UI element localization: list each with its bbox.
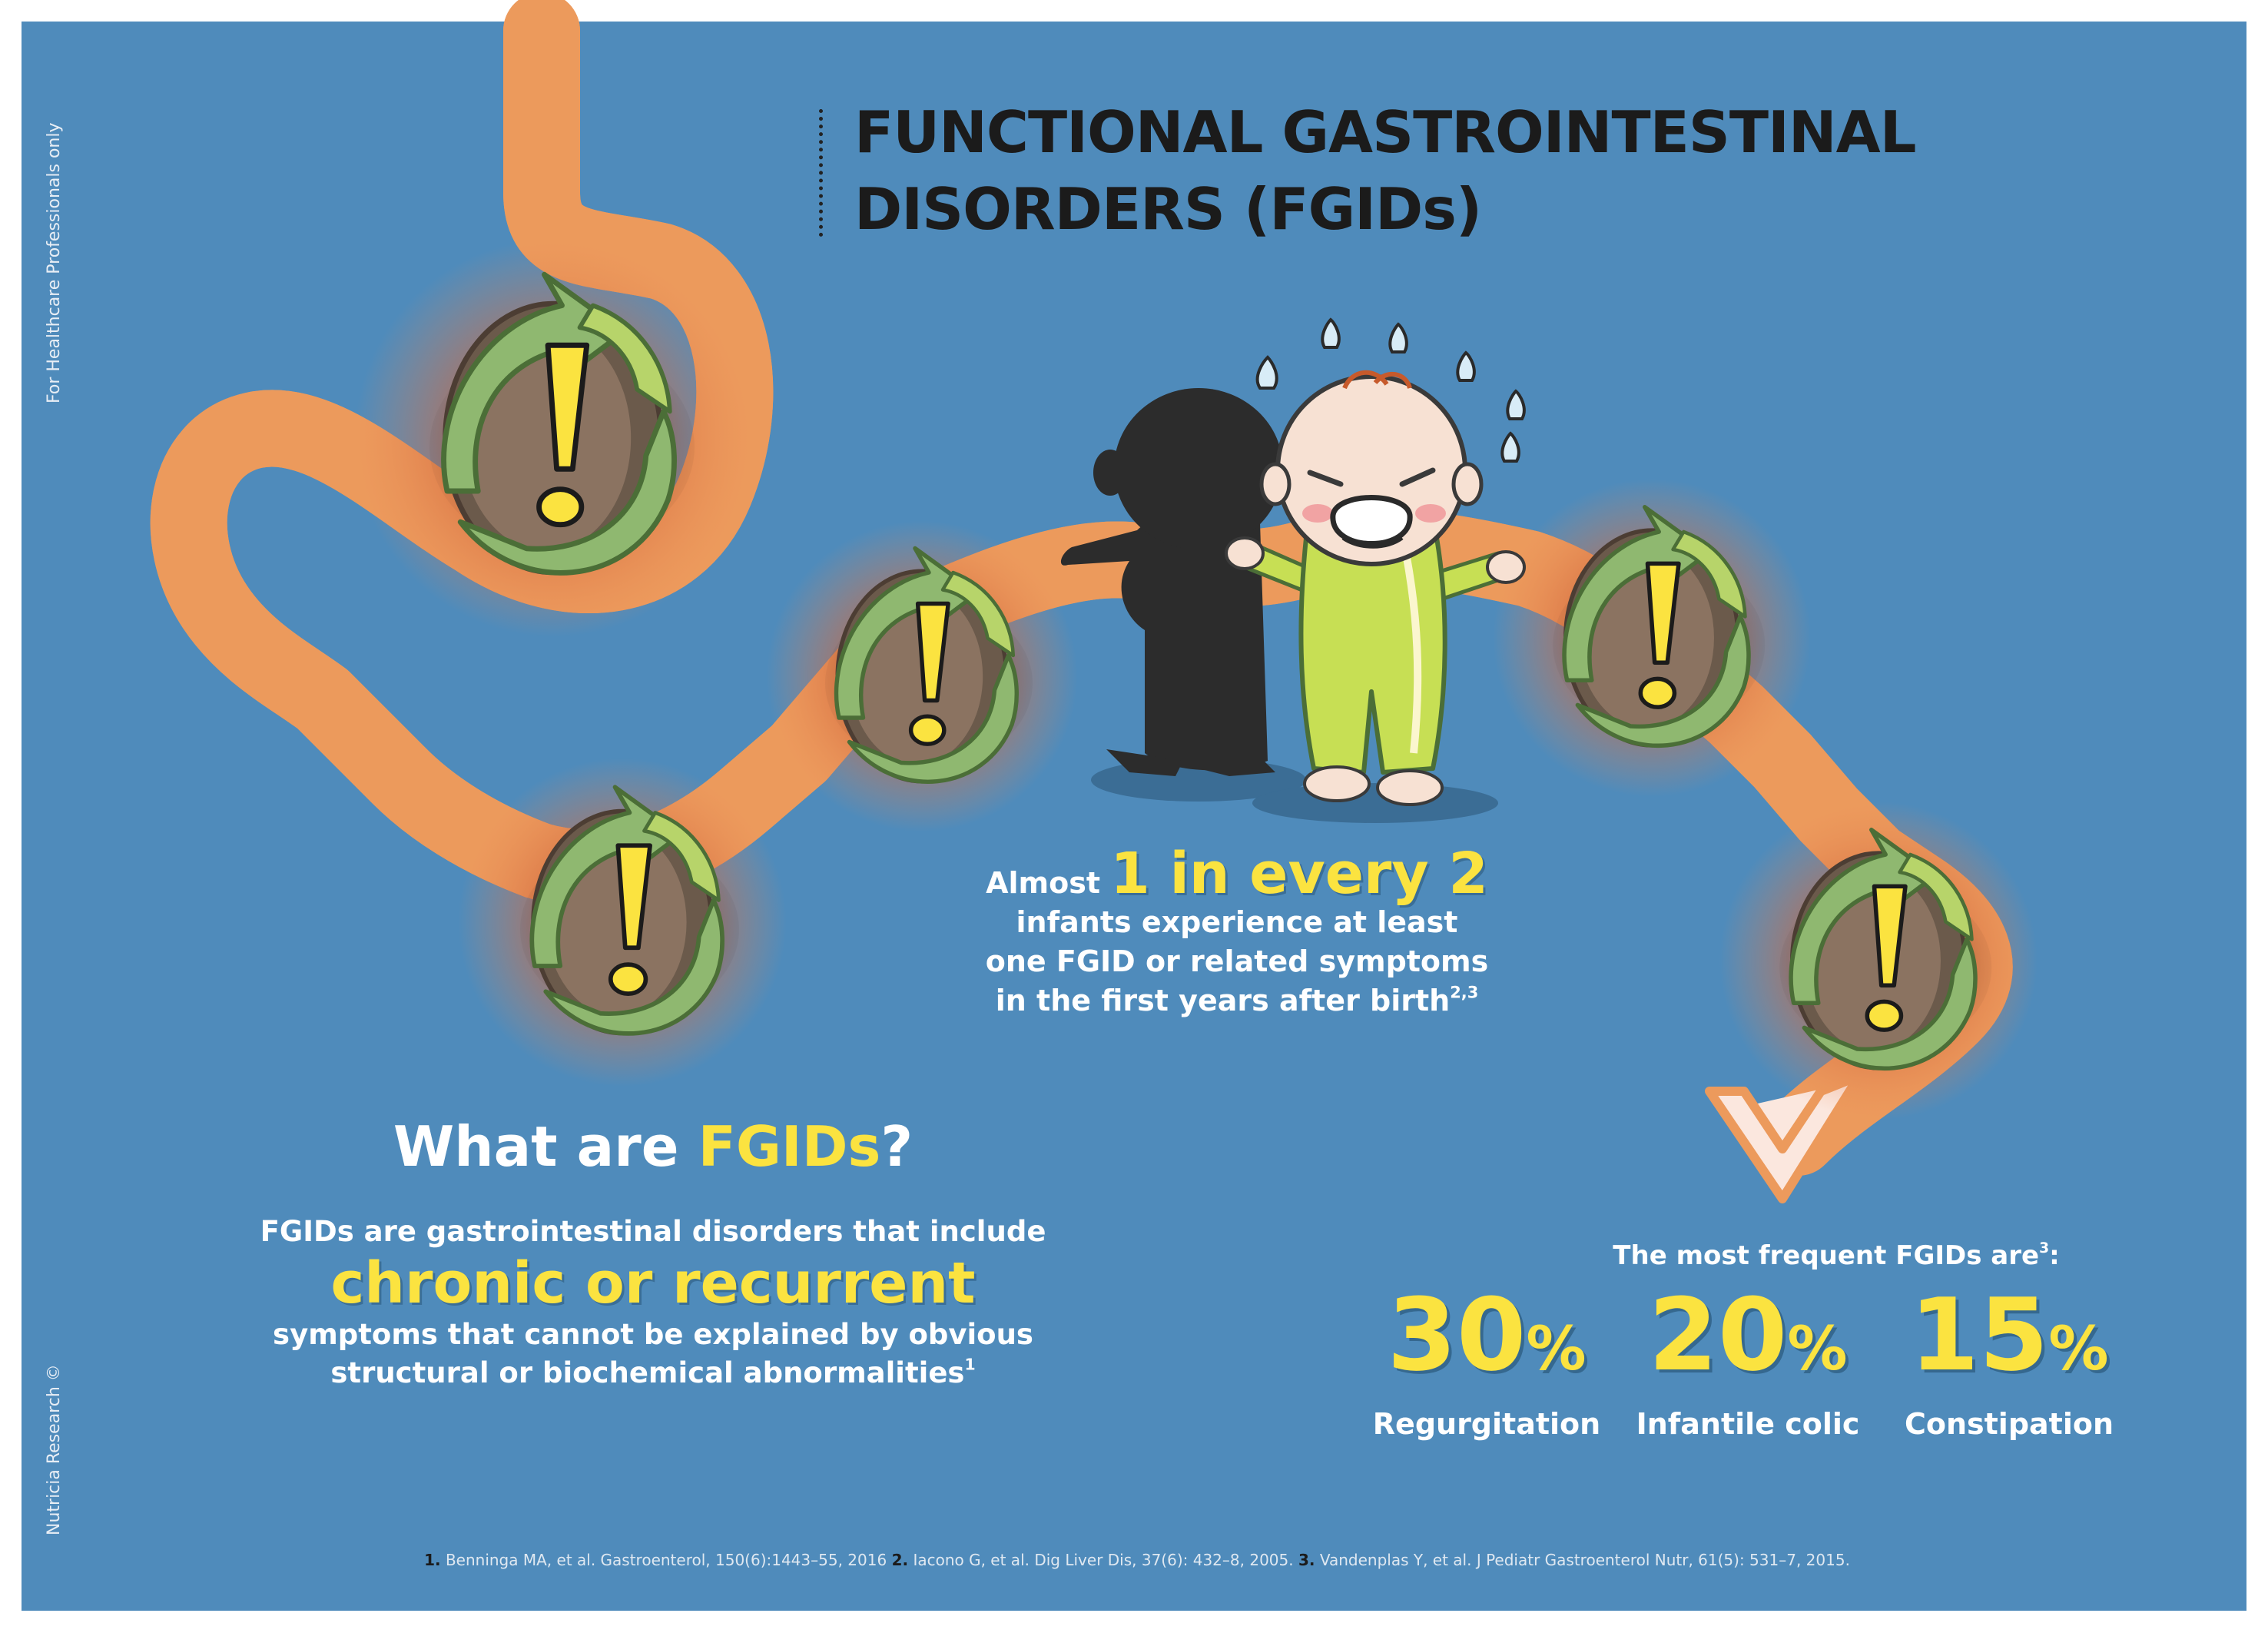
reference-number: 2.: [891, 1551, 909, 1569]
stat-line-3: in the first years after birth: [995, 984, 1451, 1017]
reference-text: Vandenplas Y, et al. J Pediatr Gastroent…: [1319, 1551, 1850, 1569]
sweat-drop-icon: [1255, 317, 1526, 463]
reference-text: Iacono G, et al. Dig Liver Dis, 37(6): 4…: [913, 1551, 1294, 1569]
page-title: FUNCTIONAL GASTROINTESTINAL DISORDERS (F…: [854, 94, 1917, 247]
references: 1. Benninga MA, et al. Gastroenterol, 15…: [369, 1551, 1905, 1569]
definition-line-3: structural or biochemical abnormalities: [330, 1356, 965, 1389]
reference-text: Benninga MA, et al. Gastroenterol, 150(6…: [445, 1551, 887, 1569]
frequent-reference: 3: [2039, 1240, 2050, 1257]
stat-line-1: infants experience at least: [1016, 905, 1458, 939]
frequency-number: 15: [1909, 1276, 2049, 1393]
copyright-note: Nutricia Research ©: [45, 1364, 64, 1535]
reference-number: 1.: [424, 1551, 441, 1569]
title-line-1: FUNCTIONAL GASTROINTESTINAL: [854, 98, 1917, 166]
frequency-label: Constipation: [1904, 1407, 2114, 1441]
percent-sign: %: [1526, 1315, 1587, 1384]
frequent-colon: :: [2049, 1240, 2060, 1271]
frequency-list: 30% Regurgitation 20% Infantile colic 15…: [1360, 1277, 2136, 1441]
stat-lead: Almost 1 in every 2: [945, 845, 1529, 903]
percent-sign: %: [1787, 1315, 1848, 1384]
frequency-value: 15%: [1882, 1277, 2136, 1407]
stat-prefix: Almost: [986, 866, 1100, 900]
heading-accent: FGIDs: [698, 1114, 881, 1179]
audience-note: For Healthcare Professionals only: [45, 122, 64, 403]
frequency-label: Regurgitation: [1372, 1407, 1601, 1441]
stat-line-3-wrap: in the first years after birth2,3: [945, 981, 1529, 1021]
heading-plain: What are: [393, 1114, 698, 1179]
frequency-value: 30%: [1360, 1277, 1613, 1407]
section-heading: What are FGIDs?: [369, 1114, 937, 1179]
warning-knot-icon: [767, 521, 1078, 832]
stat-reference: 2,3: [1450, 983, 1479, 1002]
definition-highlight: chronic or recurrent: [330, 1250, 976, 1316]
crying-baby-illustration: [1225, 370, 1526, 823]
definition-line-2: symptoms that cannot be explained by obv…: [273, 1318, 1033, 1351]
warning-knot-icon: [354, 239, 752, 637]
heading-end: ?: [880, 1114, 914, 1179]
title-divider: [819, 109, 823, 237]
reference-number: 3.: [1298, 1551, 1315, 1569]
frequency-item-infantile-colic: 20% Infantile colic: [1621, 1277, 1875, 1441]
frequency-value: 20%: [1621, 1277, 1875, 1407]
frequency-number: 20: [1648, 1276, 1788, 1393]
frequency-item-constipation: 15% Constipation: [1882, 1277, 2136, 1441]
title-line-2: DISORDERS (FGIDs): [854, 175, 1482, 243]
definition-line-1: FGIDs are gastrointestinal disorders tha…: [260, 1215, 1046, 1248]
warning-knot-icon: [458, 758, 787, 1087]
frequency-label: Infantile colic: [1636, 1407, 1860, 1441]
warning-knot-icon: [1493, 479, 1811, 797]
prevalence-stat: Almost 1 in every 2 infants experience a…: [945, 845, 1529, 1021]
definition-line-3-wrap: structural or biochemical abnormalities1: [223, 1354, 1083, 1392]
baby-silhouette-illustration: [1060, 388, 1306, 802]
frequent-heading: The most frequent FGIDs are3:: [1414, 1240, 2259, 1271]
definition-block: FGIDs are gastrointestinal disorders tha…: [223, 1213, 1083, 1392]
frequency-item-regurgitation: 30% Regurgitation: [1360, 1277, 1613, 1441]
percent-sign: %: [2048, 1315, 2109, 1384]
definition-reference: 1: [964, 1355, 976, 1374]
stat-highlight: 1 in every 2: [1110, 841, 1488, 907]
frequency-number: 30: [1387, 1276, 1527, 1393]
stat-line-2: one FGID or related symptoms: [985, 944, 1489, 978]
frequent-heading-text: The most frequent FGIDs are: [1613, 1240, 2040, 1271]
warning-knot-icon: [1719, 802, 2038, 1120]
